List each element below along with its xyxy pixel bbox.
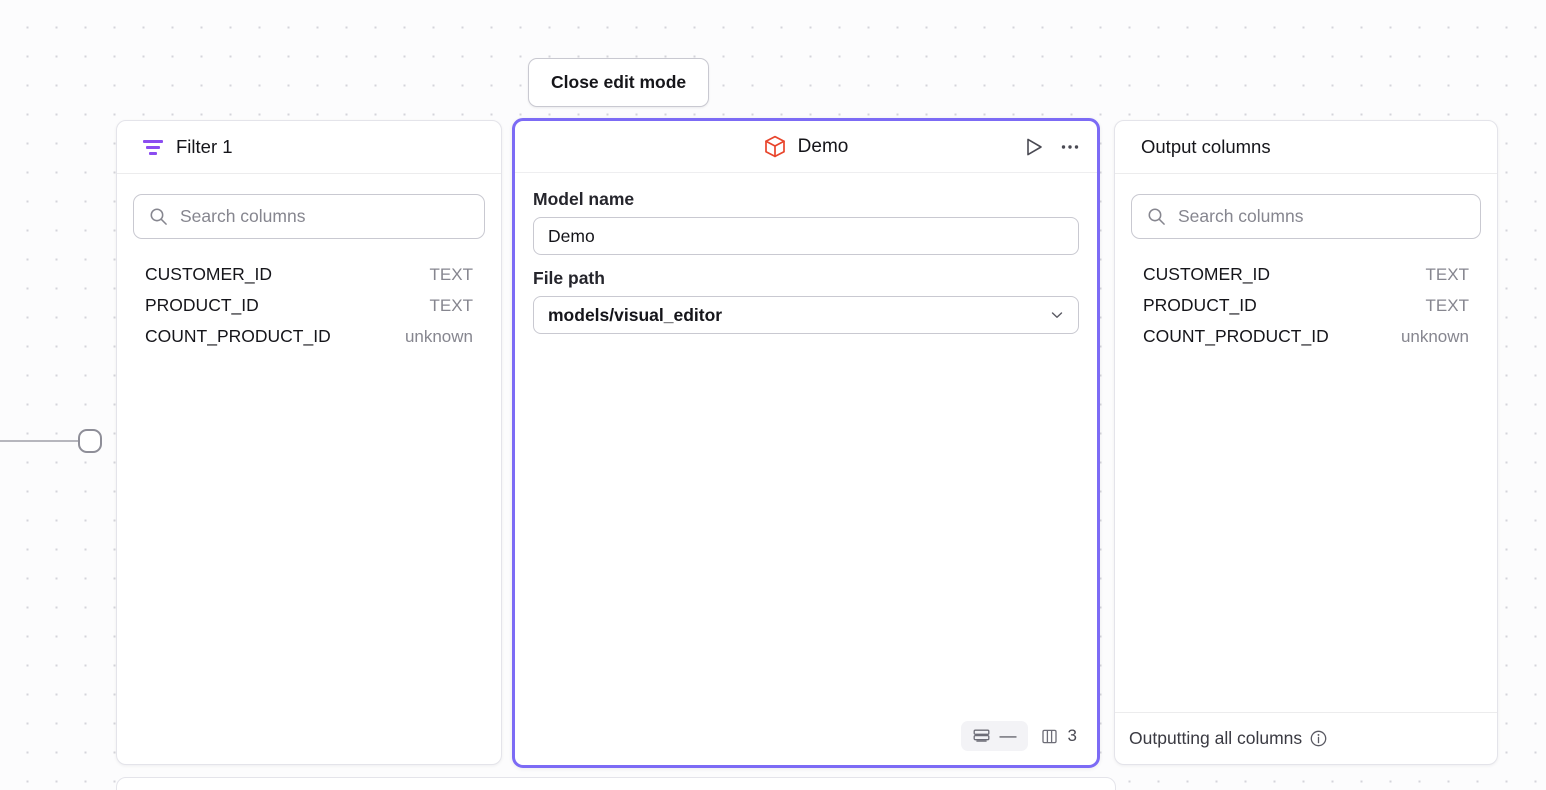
run-button[interactable] — [1023, 136, 1045, 158]
play-icon — [1027, 138, 1042, 156]
column-type: TEXT — [1425, 265, 1469, 284]
column-name: CUSTOMER_ID — [145, 264, 273, 284]
column-name: PRODUCT_ID — [145, 295, 259, 315]
list-item[interactable]: PRODUCT_ID TEXT — [1131, 290, 1481, 321]
row-count-stat[interactable]: — — [960, 721, 1028, 751]
rows-icon — [973, 729, 989, 742]
info-icon[interactable] — [1309, 729, 1328, 748]
chevron-down-icon — [1051, 312, 1063, 318]
column-count-stat[interactable]: 3 — [1038, 721, 1079, 751]
file-path-select[interactable]: models/visual_editor — [533, 296, 1079, 334]
demo-node-actions — [1023, 121, 1081, 173]
column-name: PRODUCT_ID — [1143, 295, 1257, 315]
column-type: unknown — [404, 327, 473, 346]
column-type: TEXT — [429, 265, 473, 284]
list-item[interactable]: PRODUCT_ID TEXT — [133, 290, 485, 321]
row-count-value: — — [999, 726, 1017, 745]
output-search-input[interactable]: Search columns — [1131, 194, 1481, 239]
list-item[interactable]: COUNT_PRODUCT_ID unknown — [133, 321, 485, 352]
output-panel-header: Output columns — [1115, 121, 1497, 174]
list-item[interactable]: CUSTOMER_ID TEXT — [133, 259, 485, 290]
filter-panel-title: Filter 1 — [176, 136, 233, 157]
edge-connector-handle[interactable] — [78, 429, 102, 453]
cube-icon — [764, 135, 785, 158]
demo-node-header: Demo — [515, 121, 1097, 173]
demo-node-title-group: Demo — [764, 135, 849, 158]
column-name: CUSTOMER_ID — [1143, 264, 1271, 284]
list-item[interactable]: COUNT_PRODUCT_ID unknown — [1131, 321, 1481, 352]
file-path-value: models/visual_editor — [548, 304, 723, 325]
demo-node-body: Model name Demo File path models/visual_… — [515, 173, 1097, 713]
output-panel-title: Output columns — [1141, 136, 1271, 157]
close-edit-mode-button[interactable]: Close edit mode — [528, 58, 710, 107]
model-name-input[interactable]: Demo — [533, 217, 1079, 255]
flow-edge — [0, 440, 82, 442]
filter-icon — [143, 139, 163, 155]
page-title: Demo — [797, 135, 849, 157]
column-name: COUNT_PRODUCT_ID — [145, 326, 331, 346]
output-search-placeholder: Search columns — [1178, 206, 1304, 226]
ellipsis-icon — [1061, 145, 1079, 149]
output-columns-panel: Output columns Search columns CUSTOMER_I… — [1114, 120, 1498, 765]
column-name: COUNT_PRODUCT_ID — [1143, 326, 1329, 346]
more-options-button[interactable] — [1059, 136, 1081, 158]
output-panel-body: Search columns CUSTOMER_ID TEXT PRODUCT_… — [1115, 174, 1497, 712]
search-icon — [1148, 208, 1165, 225]
output-column-list: CUSTOMER_ID TEXT PRODUCT_ID TEXT COUNT_P… — [1131, 259, 1481, 352]
filter-column-list: CUSTOMER_ID TEXT PRODUCT_ID TEXT COUNT_P… — [133, 259, 485, 352]
columns-icon — [1041, 729, 1057, 743]
filter-search-input[interactable]: Search columns — [133, 194, 485, 239]
filter-panel-body: Search columns CUSTOMER_ID TEXT PRODUCT_… — [117, 174, 501, 764]
file-path-label: File path — [533, 268, 605, 288]
filter-search-placeholder: Search columns — [180, 206, 306, 226]
list-item[interactable]: CUSTOMER_ID TEXT — [1131, 259, 1481, 290]
model-name-label: Model name — [533, 189, 635, 209]
output-panel-footer: Outputting all columns — [1115, 712, 1497, 764]
filter-panel: Filter 1 Search columns CUSTOMER_ID TEXT… — [116, 120, 502, 765]
column-count-value: 3 — [1067, 726, 1077, 745]
column-type: TEXT — [1425, 296, 1469, 315]
column-type: unknown — [1400, 327, 1469, 346]
demo-node-stats: — 3 — [515, 713, 1097, 765]
column-type: TEXT — [429, 296, 473, 315]
outputting-all-columns-label: Outputting all columns — [1129, 728, 1303, 748]
filter-panel-header: Filter 1 — [117, 121, 501, 174]
search-icon — [150, 208, 167, 225]
bottom-panel-peek[interactable] — [116, 777, 1116, 790]
demo-model-node[interactable]: Demo Model name Demo — [512, 118, 1100, 768]
